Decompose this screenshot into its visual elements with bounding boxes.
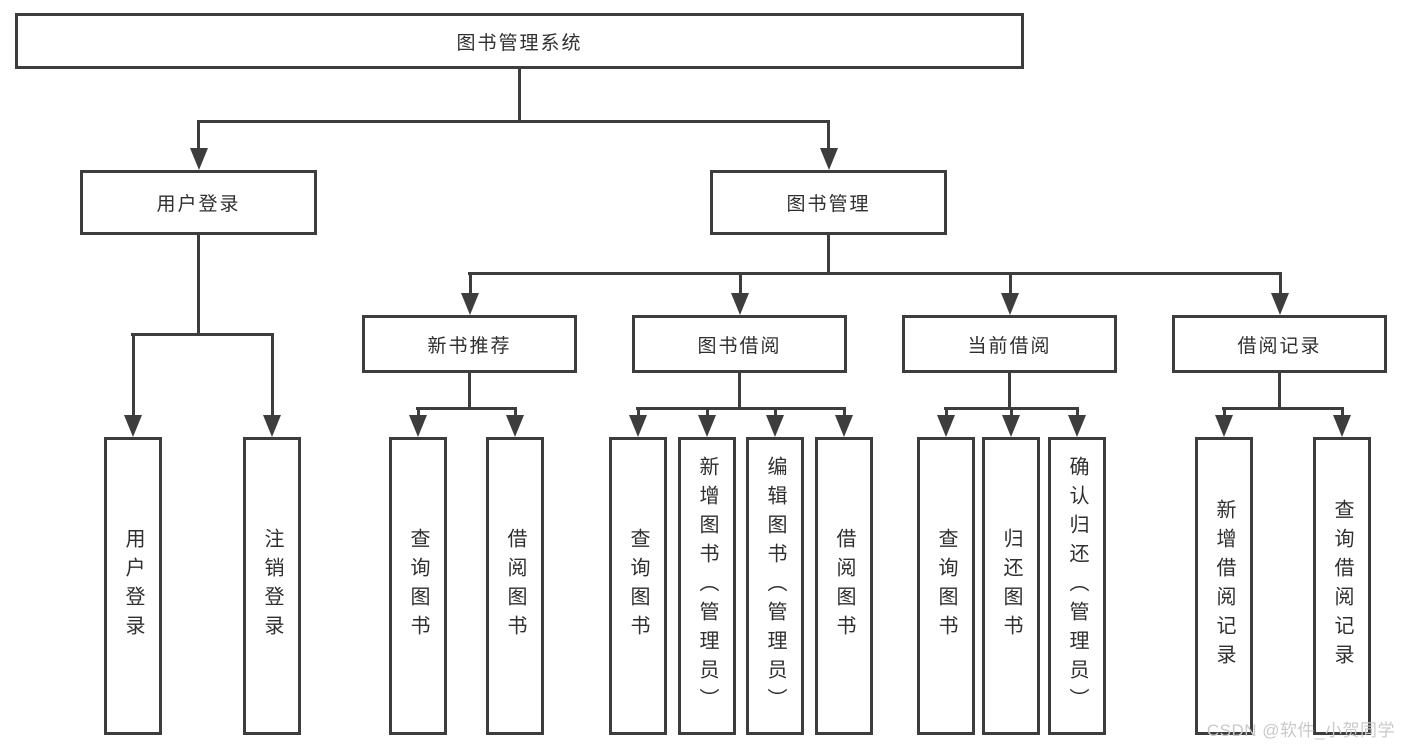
arrowhead bbox=[461, 293, 479, 315]
leaf-label: 新增借阅记录 bbox=[1213, 499, 1235, 673]
leaf-edit-books-admin: 编辑图书（管理员） bbox=[746, 437, 804, 735]
leaf-label: 查询图书 bbox=[627, 528, 649, 644]
arrowhead bbox=[1215, 415, 1233, 437]
node-library-system: 图书管理系统 bbox=[15, 13, 1024, 69]
connector-book-borrow-branch bbox=[636, 407, 846, 410]
leaf-label: 借阅图书 bbox=[504, 528, 526, 644]
connector-arrow-stem bbox=[1009, 272, 1012, 295]
node-label: 新书推荐 bbox=[427, 335, 512, 357]
arrowhead bbox=[1333, 415, 1351, 437]
node-label: 图书借阅 bbox=[697, 335, 782, 357]
leaf-query-books-borrowing: 查询图书 bbox=[609, 437, 667, 735]
arrowhead bbox=[1002, 415, 1020, 437]
leaf-logout: 注销登录 bbox=[243, 437, 301, 735]
node-label: 借阅记录 bbox=[1237, 335, 1322, 357]
leaf-label: 查询图书 bbox=[407, 528, 429, 644]
leaf-query-borrow-record: 查询借阅记录 bbox=[1313, 437, 1371, 735]
node-new-book-recommend: 新书推荐 bbox=[362, 315, 577, 373]
leaf-query-books-recommend: 查询图书 bbox=[389, 437, 447, 735]
leaf-label: 查询借阅记录 bbox=[1331, 499, 1353, 673]
connector-arrow-stem bbox=[514, 407, 517, 419]
leaf-label: 确认归还（管理员） bbox=[1066, 455, 1088, 717]
node-current-borrowing: 当前借阅 bbox=[902, 315, 1117, 373]
node-book-management: 图书管理 bbox=[710, 170, 947, 235]
connector-arrow-stem bbox=[637, 407, 640, 419]
leaf-label: 借阅图书 bbox=[833, 528, 855, 644]
connector-level3-branch bbox=[468, 272, 1282, 275]
arrowhead bbox=[766, 415, 784, 437]
node-label: 图书管理 bbox=[786, 194, 871, 215]
connector-arrow-stem bbox=[271, 333, 274, 417]
connector-arrow-stem bbox=[132, 333, 135, 417]
arrowhead bbox=[263, 415, 281, 437]
arrowhead bbox=[190, 148, 208, 170]
leaf-add-borrow-record: 新增借阅记录 bbox=[1195, 437, 1253, 735]
connector-arrow-stem bbox=[739, 272, 742, 295]
arrowhead bbox=[409, 415, 427, 437]
connector-arrow-stem bbox=[469, 272, 472, 295]
arrowhead bbox=[506, 415, 524, 437]
node-label: 图书管理系统 bbox=[456, 32, 583, 54]
connector-borrow-records-stem bbox=[1278, 373, 1281, 410]
connector-arrow-stem bbox=[197, 120, 200, 150]
node-label: 当前借阅 bbox=[967, 335, 1052, 357]
watermark: CSDN @软件_小贺同学 bbox=[1206, 721, 1395, 740]
connector-arrow-stem bbox=[1279, 272, 1282, 295]
connector-arrow-stem bbox=[417, 407, 420, 419]
connector-user-login-branch bbox=[131, 333, 274, 336]
node-book-borrowing: 图书借阅 bbox=[632, 315, 847, 373]
arrowhead bbox=[820, 148, 838, 170]
arrowhead bbox=[1001, 293, 1019, 315]
leaf-label: 用户登录 bbox=[122, 528, 144, 644]
connector-arrow-stem bbox=[1076, 407, 1079, 419]
leaf-label: 查询图书 bbox=[935, 528, 957, 644]
connector-arrow-stem bbox=[1223, 407, 1226, 419]
leaf-label: 编辑图书（管理员） bbox=[764, 455, 786, 717]
arrowhead bbox=[1271, 293, 1289, 315]
node-borrowing-records: 借阅记录 bbox=[1172, 315, 1387, 373]
arrowhead bbox=[698, 415, 716, 437]
node-label: 用户登录 bbox=[156, 194, 241, 215]
connector-level2-branch bbox=[197, 120, 830, 123]
arrowhead bbox=[731, 293, 749, 315]
connector-arrow-stem bbox=[774, 407, 777, 419]
leaf-confirm-return-admin: 确认归还（管理员） bbox=[1048, 437, 1106, 735]
connector-new-books-branch bbox=[416, 407, 517, 410]
arrowhead bbox=[937, 415, 955, 437]
connector-arrow-stem bbox=[945, 407, 948, 419]
connector-root-stem bbox=[518, 69, 521, 123]
leaf-label: 新增图书（管理员） bbox=[696, 455, 718, 717]
connector-arrow-stem bbox=[706, 407, 709, 419]
connector-arrow-stem bbox=[843, 407, 846, 419]
leaf-borrow-books-borrowing: 借阅图书 bbox=[815, 437, 873, 735]
connector-book-mgmt-stem bbox=[827, 235, 830, 275]
connector-arrow-stem bbox=[827, 120, 830, 150]
leaf-borrow-books-recommend: 借阅图书 bbox=[486, 437, 544, 735]
connector-book-borrow-stem bbox=[738, 373, 741, 410]
leaf-add-books-admin: 新增图书（管理员） bbox=[678, 437, 736, 735]
leaf-label: 归还图书 bbox=[1000, 528, 1022, 644]
leaf-label: 注销登录 bbox=[261, 528, 283, 644]
connector-current-borrow-stem bbox=[1008, 373, 1011, 410]
connector-arrow-stem bbox=[1341, 407, 1344, 419]
arrowhead bbox=[1068, 415, 1086, 437]
connector-user-login-stem bbox=[197, 235, 200, 336]
leaf-query-books-current: 查询图书 bbox=[917, 437, 975, 735]
leaf-user-login: 用户登录 bbox=[104, 437, 162, 735]
arrowhead bbox=[124, 415, 142, 437]
leaf-return-books: 归还图书 bbox=[982, 437, 1040, 735]
arrowhead bbox=[835, 415, 853, 437]
connector-borrow-records-branch bbox=[1222, 407, 1344, 410]
connector-arrow-stem bbox=[1010, 407, 1013, 419]
connector-new-books-stem bbox=[468, 373, 471, 410]
arrowhead bbox=[629, 415, 647, 437]
node-user-login: 用户登录 bbox=[80, 170, 317, 235]
